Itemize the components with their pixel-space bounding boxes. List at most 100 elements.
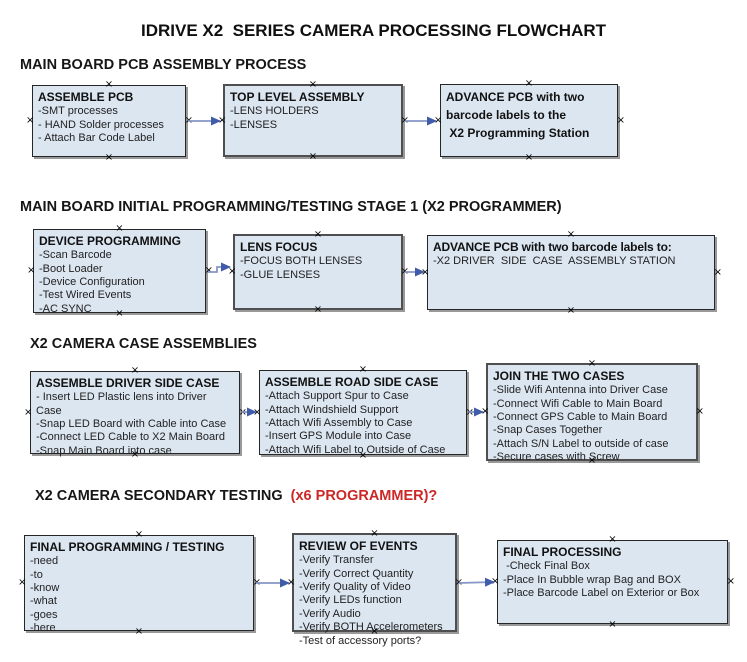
flow-box-join-the-two-cases: JOIN THE TWO CASES -Slide Wifi Antenna i…: [481, 359, 704, 466]
box-item: -Insert GPS Module into Case: [265, 430, 412, 443]
flow-box-final-programming-testing: FINAL PROGRAMMING / TESTING -need -to -k…: [18, 530, 261, 637]
connection-handle-icon: ×: [27, 265, 36, 276]
section-heading-secondary-testing: X2 CAMERA SECONDARY TESTING (x6 PROGRAMM…: [35, 488, 437, 504]
box-item: -Verify Quality of Video: [299, 581, 411, 593]
box-item: -Attach S/N Label to outside of case: [493, 437, 669, 450]
connection-handle-icon: ×: [252, 577, 261, 588]
box-item: -goes: [30, 608, 58, 621]
box-item: - Insert LED Plastic lens into Driver Ca…: [36, 391, 210, 417]
box-item: -FOCUS BOTH LENSES: [240, 255, 363, 268]
box-title: ASSEMBLE DRIVER SIDE CASE: [36, 376, 220, 390]
arrow-review-to-final-processing: [458, 577, 495, 587]
box-item: -Boot Loader: [39, 262, 103, 275]
box-title: ADVANCE PCB with two barcode labels to:: [433, 240, 672, 254]
box-item: -Test Wired Events: [39, 289, 132, 302]
connection-handle-icon: ×: [726, 576, 735, 587]
connection-handle-icon: ×: [481, 406, 490, 417]
box-item: -Scan Barcode: [39, 249, 112, 262]
box-title: DEVICE PROGRAMMING: [39, 234, 182, 248]
connection-handle-icon: ×: [104, 152, 114, 163]
section-heading-black-part: X2 CAMERA SECONDARY TESTING: [35, 488, 283, 504]
box-item: -Test of accessory ports?: [299, 634, 422, 647]
box-item: -need: [30, 555, 59, 568]
box-item: -Snap Main Board into case: [36, 444, 172, 457]
box-title: ASSEMBLE PCB: [38, 90, 134, 104]
connection-handle-icon: ×: [713, 266, 722, 278]
box-item: -here: [30, 622, 56, 635]
connection-handle-icon: ×: [400, 114, 409, 126]
connection-handle-icon: ×: [465, 406, 474, 418]
section-heading-pcb-assembly: MAIN BOARD PCB ASSEMBLY PROCESS: [20, 57, 307, 73]
box-item: - HAND Solder processes: [38, 118, 164, 131]
connection-handle-icon: ×: [313, 304, 323, 315]
box-item: -what: [30, 595, 57, 608]
box-item: -Place In Bubble wrap Bag and BOX: [503, 573, 681, 586]
flow-box-review-of-events: REVIEW OF EVENTS -Verify Transfer -Verif…: [287, 529, 463, 647]
connection-handle-icon: ×: [184, 115, 193, 126]
connection-handle-icon: ×: [608, 619, 617, 630]
box-item: -Attach Wifi Label to Outside of Case: [265, 443, 446, 456]
box-item: -Snap LED Board with Cable into Case: [36, 418, 227, 430]
box-title: REVIEW OF EVENTS: [299, 539, 418, 553]
connection-handle-icon: ×: [421, 266, 430, 278]
box-item: -Verify BOTH Accelerometers: [299, 621, 443, 634]
connection-handle-icon: ×: [18, 577, 27, 588]
box-item: -Connect LED Cable to X2 Main Board: [36, 431, 225, 444]
box-title: LENS FOCUS: [240, 240, 318, 254]
flow-box-device-programming: DEVICE PROGRAMMING -Scan Barcode -Boot L…: [27, 224, 213, 319]
box-item: -AC SYNC: [39, 302, 92, 315]
box-item: -Check Final Box: [503, 560, 590, 573]
box-title: JOIN THE TWO CASES: [493, 369, 625, 383]
connection-handle-icon: ×: [204, 265, 213, 276]
box-item: -Connect GPS Cable to Main Board: [493, 411, 668, 423]
box-item: -Verify Transfer: [299, 554, 374, 567]
section-heading-case-assemblies: X2 CAMERA CASE ASSEMBLIES: [30, 336, 257, 352]
connection-handle-icon: ×: [287, 576, 296, 588]
box-item: - Attach Bar Code Label: [38, 132, 155, 144]
box-item: -Device Configuration: [39, 276, 145, 288]
flow-box-top-level-assembly: TOP LEVEL ASSEMBLY -LENS HOLDERS -LENSES…: [218, 80, 409, 162]
box-title: FINAL PROGRAMMING / TESTING: [30, 540, 225, 554]
box-item: -Attach Support Spur to Case: [265, 390, 409, 403]
flow-box-final-processing: FINAL PROCESSING -Check Final Box -Place…: [491, 535, 735, 630]
connection-handle-icon: ×: [218, 114, 227, 126]
connection-handle-icon: ×: [566, 305, 576, 316]
connection-handle-icon: ×: [228, 266, 237, 277]
box-item: -to: [30, 568, 43, 581]
connection-handle-icon: ×: [434, 114, 443, 126]
box-item: -LENSES: [230, 118, 278, 131]
arrow-device-programming-to-lens-focus: [208, 262, 231, 273]
flow-box-advance-pcb-programming-station: ADVANCE PCB with two barcode labels to t…: [434, 79, 625, 163]
box-item: -Verify Audio: [299, 607, 361, 620]
box-title: FINAL PROCESSING: [503, 545, 622, 559]
flow-box-assemble-pcb: ASSEMBLE PCB -SMT processes - HAND Solde…: [26, 80, 193, 163]
flow-box-lens-focus: LENS FOCUS -FOCUS BOTH LENSES -GLUE LENS…: [228, 230, 409, 315]
connection-handle-icon: ×: [238, 406, 247, 418]
box-item: -Verify LEDs function: [299, 594, 402, 607]
connection-handle-icon: ×: [26, 115, 35, 126]
box-item: -Snap Cases Together: [493, 424, 603, 437]
flow-box-assemble-driver-side-case: ASSEMBLE DRIVER SIDE CASE - Insert LED P…: [24, 366, 247, 460]
page-title: IDRIVE X2 SERIES CAMERA PROCESSING FLOWC…: [140, 21, 607, 40]
box-item: -X2 DRIVER SIDE CASE ASSEMBLY STATION: [433, 255, 676, 268]
connection-handle-icon: ×: [695, 406, 704, 417]
box-title: TOP LEVEL ASSEMBLY: [230, 90, 365, 104]
connection-handle-icon: ×: [308, 151, 318, 162]
box-item: -Attach Windshield Support: [265, 403, 399, 416]
connection-handle-icon: ×: [454, 576, 463, 588]
flow-box-assemble-road-side-case: ASSEMBLE ROAD SIDE CASE -Attach Support …: [253, 365, 474, 461]
box-item: -GLUE LENSES: [240, 268, 321, 281]
box-item: -Secure cases with Screw: [493, 451, 620, 464]
box-item: -Slide Wifi Antenna into Driver Case: [493, 384, 668, 397]
box-item: -LENS HOLDERS: [230, 105, 319, 118]
connection-handle-icon: ×: [524, 152, 534, 163]
box-item: -know: [30, 582, 60, 594]
box-title: ASSEMBLE ROAD SIDE CASE: [265, 375, 439, 389]
section-heading-initial-programming: MAIN BOARD INITIAL PROGRAMMING/TESTING S…: [20, 199, 562, 215]
connection-handle-icon: ×: [253, 406, 262, 418]
box-item: -Place Barcode Label on Exterior or Box: [503, 587, 700, 599]
connection-handle-icon: ×: [616, 114, 625, 126]
connection-handle-icon: ×: [491, 576, 500, 587]
box-item: -Verify Correct Quantity: [299, 567, 414, 580]
